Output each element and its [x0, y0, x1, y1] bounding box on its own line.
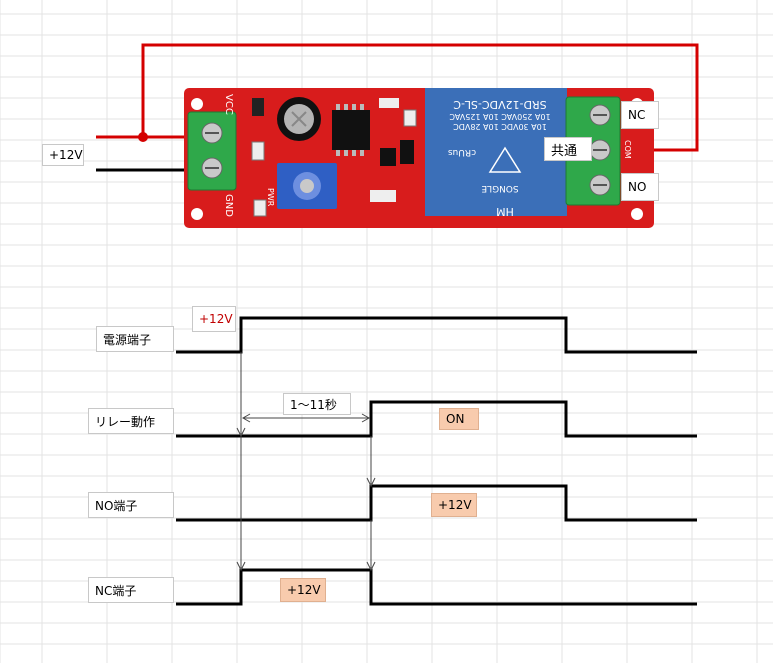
relay-brand: SONGLE: [481, 183, 519, 193]
relay: SRD-12VDC-SL-C 10A 250VAC 10A 125VAC 10A…: [425, 88, 567, 218]
waveform-power: [176, 316, 697, 354]
no-label: NO: [621, 173, 659, 201]
power-level-label: +12V: [192, 306, 236, 332]
row-label-power: 電源端子: [96, 326, 174, 352]
mount-hole-left-bottom: [191, 208, 203, 220]
delay-relay-board: VCC GND PWR S: [184, 88, 654, 228]
mount-hole-left-top: [191, 98, 203, 110]
relay-cert-mark: cRUus: [448, 147, 476, 157]
delay-label: 1〜11秒: [283, 393, 351, 415]
supply-label: +12V: [42, 144, 84, 166]
capacitor: [277, 97, 321, 141]
vcc-label: VCC: [223, 94, 234, 115]
nc-level-label: +12V: [280, 578, 326, 602]
red-loop-wire: [141, 43, 699, 152]
timing-waveforms: [176, 316, 697, 606]
row-label-no: NO端子: [88, 492, 174, 518]
potentiometer: [277, 163, 337, 209]
pwr-label: PWR: [266, 188, 275, 207]
com-label: COM: [623, 140, 632, 159]
waveform-relay: [176, 400, 697, 438]
input-terminal-block: [187, 111, 237, 191]
no-level-label: +12V: [431, 493, 477, 517]
nc-label: NC: [621, 101, 659, 129]
waveform-no: [176, 484, 697, 522]
ic-chip: [332, 110, 370, 150]
row-label-nc: NC端子: [88, 577, 174, 603]
mount-hole-right-bottom: [631, 208, 643, 220]
relay-rating-1: 10A 250VAC 10A 125VAC: [449, 112, 551, 121]
waveform-nc: [176, 568, 697, 606]
relay-rating-2: 10A 30VDC 10A 28VDC: [453, 122, 547, 131]
row-label-relay: リレー動作: [88, 408, 174, 434]
relay-model: SRD-12VDC-SL-C: [453, 98, 547, 111]
relay-sub-mark: HM: [496, 205, 514, 218]
wire-junction: [138, 132, 148, 142]
common-label: 共通: [544, 137, 592, 161]
timing-arrows: [236, 352, 376, 572]
gnd-label: GND: [223, 194, 234, 217]
relay-on-label: ON: [439, 408, 479, 430]
